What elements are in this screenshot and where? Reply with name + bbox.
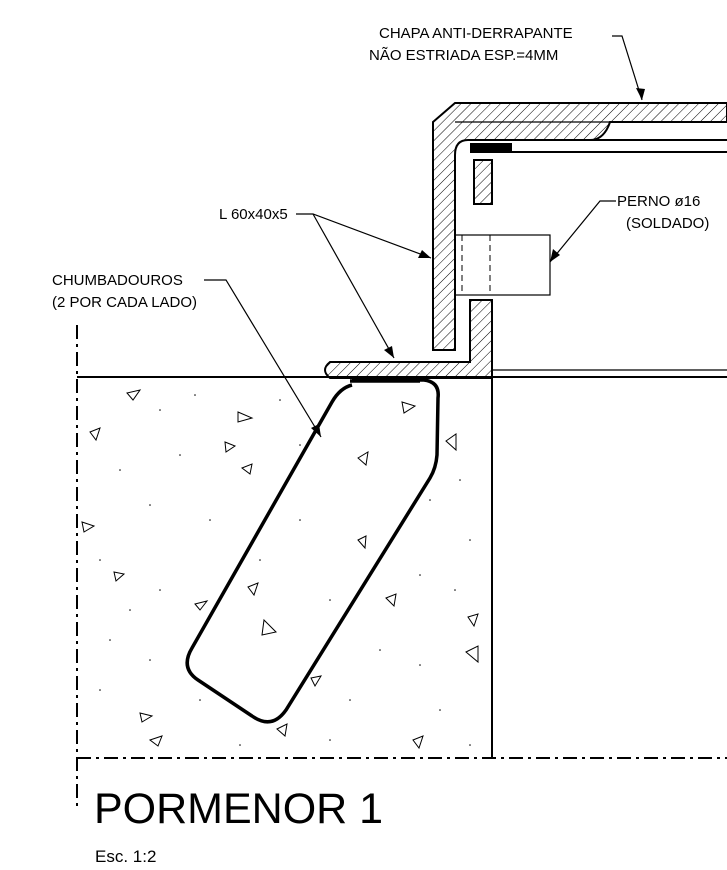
angle-bottom	[324, 299, 493, 379]
detail-title: PORMENOR 1	[94, 785, 383, 833]
anchor-bolt	[185, 378, 440, 724]
concrete-block	[76, 325, 727, 810]
leader-lines	[204, 35, 645, 438]
angle-top	[432, 102, 727, 351]
concrete-speckles	[99, 394, 471, 746]
detail-scale: Esc. 1:2	[95, 847, 156, 866]
label-chumb-line1: CHUMBADOUROS	[52, 272, 183, 289]
label-chapa-line1: CHAPA ANTI-DERRAPANTE	[379, 25, 573, 42]
label-angle: L 60x40x5	[219, 206, 288, 223]
label-chumb-line2: (2 POR CADA LADO)	[52, 294, 197, 311]
label-chapa-line2: NÃO ESTRIADA ESP.=4MM	[369, 47, 558, 64]
angle-bottom-flange	[473, 159, 493, 301]
concrete-aggregate	[81, 389, 479, 750]
pin-bolt	[454, 234, 727, 371]
label-perno-line2: (SOLDADO)	[626, 215, 709, 232]
label-perno-line1: PERNO ø16	[617, 193, 700, 210]
